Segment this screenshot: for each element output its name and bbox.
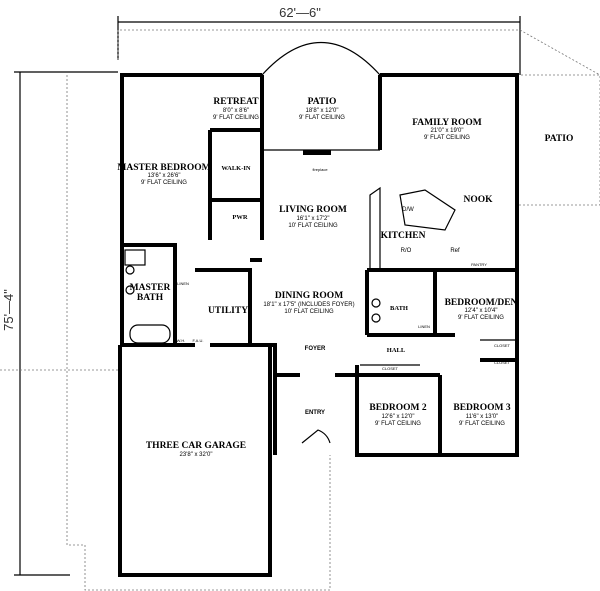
svg-text:THREE CAR GARAGE: THREE CAR GARAGE: [146, 441, 246, 451]
room-family-room: FAMILY ROOM 21'0" x 19'0" 9' FLAT CEILIN…: [412, 118, 482, 141]
svg-text:21'0" x 19'0": 21'0" x 19'0": [431, 128, 464, 134]
svg-text:PATIO: PATIO: [308, 97, 337, 107]
dimension-lines: 62'—6" 75'—4": [1, 5, 521, 576]
refrigerator-label: Ref: [450, 248, 460, 254]
fau-label: F.A.U.: [193, 338, 204, 343]
room-master-bedroom: MASTER BEDROOM 13'6" x 26'6" 9' FLAT CEI…: [117, 163, 210, 186]
svg-text:23'8" x 32'0": 23'8" x 32'0": [180, 452, 213, 458]
svg-text:12'6" x 12'0": 12'6" x 12'0": [382, 414, 415, 420]
room-labels: RETREAT 8'0" x 8'6" 9' FLAT CEILING PATI…: [117, 97, 573, 458]
room-retreat: RETREAT 8'0" x 8'6" 9' FLAT CEILING: [213, 97, 259, 121]
bath-label: BATH: [390, 305, 408, 312]
powder-room-label: PWR: [232, 214, 247, 221]
width-dimension: 62'—6": [279, 5, 321, 20]
svg-text:BEDROOM/DEN: BEDROOM/DEN: [445, 298, 518, 308]
svg-text:LIVING ROOM: LIVING ROOM: [279, 205, 347, 215]
svg-text:9' FLAT CEILING: 9' FLAT CEILING: [458, 315, 504, 321]
closet-label: CLOSET: [494, 360, 511, 365]
room-bedroom-den: BEDROOM/DEN 12'4" x 10'4" 9' FLAT CEILIN…: [445, 298, 518, 321]
walls: [118, 42, 519, 577]
depth-dimension: 75'—4": [1, 289, 16, 331]
svg-text:BEDROOM 2: BEDROOM 2: [369, 403, 427, 413]
room-dining-room: DINING ROOM 18'1" x 17'5" (INCLUDES FOYE…: [263, 291, 354, 315]
utility-label: UTILITY: [208, 306, 248, 316]
svg-text:BEDROOM 3: BEDROOM 3: [453, 403, 511, 413]
svg-text:8'0" x 8'6": 8'0" x 8'6": [223, 108, 249, 114]
room-bedroom-3: BEDROOM 3 11'6" x 13'0" 9' FLAT CEILING: [453, 403, 511, 427]
svg-text:9' FLAT CEILING: 9' FLAT CEILING: [424, 135, 470, 141]
fireplace-icon: [303, 150, 331, 155]
svg-text:11'6" x 13'0": 11'6" x 13'0": [466, 414, 498, 420]
closet-label: CLOSET: [494, 343, 511, 348]
entry-label: ENTRY: [305, 410, 325, 416]
svg-text:MASTER BEDROOM: MASTER BEDROOM: [117, 163, 210, 173]
patio-right-label: PATIO: [545, 134, 574, 144]
svg-text:9' FLAT CEILING: 9' FLAT CEILING: [213, 115, 259, 121]
svg-text:18'8" x 12'0": 18'8" x 12'0": [306, 108, 339, 114]
dishwasher-label: D/W: [402, 207, 414, 213]
svg-text:DINING ROOM: DINING ROOM: [275, 291, 343, 301]
hall-linen-label: LINEN: [418, 324, 430, 329]
hall-label: HALL: [387, 347, 406, 354]
svg-text:9' FLAT CEILING: 9' FLAT CEILING: [459, 421, 505, 427]
foyer-label: FOYER: [305, 346, 326, 352]
closet-label: CLOSET: [382, 366, 399, 371]
water-heater-label: W.H.: [177, 338, 186, 343]
room-master-bath: MASTER BATH: [130, 283, 171, 303]
svg-text:BATH: BATH: [137, 293, 164, 303]
room-patio-center: PATIO 18'8" x 12'0" 9' FLAT CEILING: [299, 97, 345, 121]
svg-text:13'6" x 26'6": 13'6" x 26'6": [148, 173, 181, 179]
svg-text:10' FLAT CEILING: 10' FLAT CEILING: [288, 223, 338, 229]
svg-text:9' FLAT CEILING: 9' FLAT CEILING: [299, 115, 345, 121]
fireplace-label: fireplace: [312, 167, 328, 172]
walk-in-closet-label: WALK-IN: [221, 165, 251, 172]
svg-text:10' FLAT CEILING: 10' FLAT CEILING: [284, 309, 334, 315]
svg-text:9' FLAT CEILING: 9' FLAT CEILING: [141, 180, 187, 186]
room-garage: THREE CAR GARAGE 23'8" x 32'0": [146, 441, 246, 458]
svg-text:16'1" x 17'2": 16'1" x 17'2": [297, 216, 330, 222]
svg-text:RETREAT: RETREAT: [213, 97, 259, 107]
room-living-room: LIVING ROOM 16'1" x 17'2" 10' FLAT CEILI…: [279, 205, 347, 229]
svg-text:MASTER: MASTER: [130, 283, 171, 293]
range-oven-label: R/O: [401, 248, 412, 254]
master-linen-label: LINEN: [177, 281, 189, 286]
svg-text:9' FLAT CEILING: 9' FLAT CEILING: [375, 421, 421, 427]
pantry-label: PANTRY: [471, 262, 487, 267]
room-bedroom-2: BEDROOM 2 12'6" x 12'0" 9' FLAT CEILING: [369, 403, 427, 427]
svg-text:12'4" x 10'4": 12'4" x 10'4": [465, 308, 498, 314]
nook-label: NOOK: [463, 195, 493, 205]
svg-text:FAMILY ROOM: FAMILY ROOM: [412, 118, 482, 128]
kitchen-label: KITCHEN: [381, 231, 426, 241]
svg-text:18'1" x 17'5" (INCLUDES FOYER): 18'1" x 17'5" (INCLUDES FOYER): [263, 302, 354, 308]
